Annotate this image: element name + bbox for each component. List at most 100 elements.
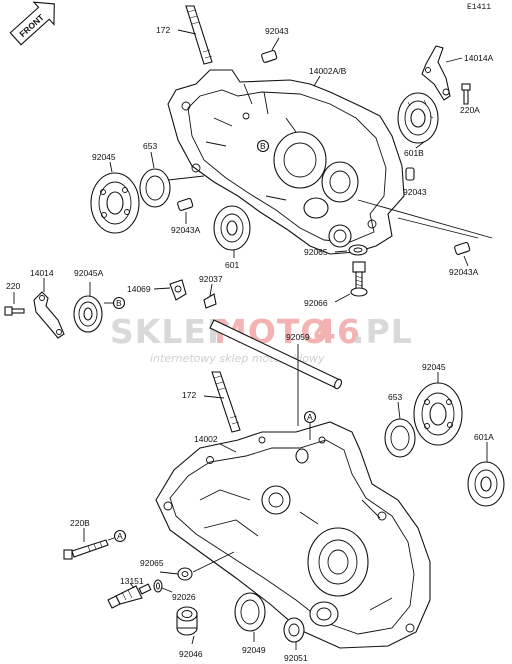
leader-92037	[209, 283, 213, 297]
label-653-lower: 653	[388, 392, 402, 402]
upper-case-b-callout: B	[256, 139, 270, 153]
watermark-brand-tld: .PL	[352, 312, 413, 351]
leader-14014a	[445, 57, 463, 63]
assembly-line-upper-left	[167, 175, 205, 181]
a-callout-lower-case: A	[303, 410, 317, 440]
fitting-14069	[169, 279, 187, 301]
upper-case-ribs	[205, 83, 297, 201]
bearing-601	[213, 205, 251, 251]
label-14002: 14002	[194, 434, 218, 444]
label-653-upper: 653	[143, 141, 157, 151]
leader-172-lower	[203, 395, 225, 399]
lower-case-upper-bore-inner	[268, 492, 284, 508]
bearing-92045a	[73, 295, 103, 333]
leader-92065-lower	[159, 571, 179, 575]
upper-case-bolt-hole-3	[367, 219, 377, 229]
lower-case-bolt-hole-4	[405, 623, 415, 633]
label-92043-right: 92043	[403, 187, 427, 197]
upper-case-second-bore-inner	[329, 170, 351, 194]
leader-14002ab	[313, 75, 321, 87]
bracket-14014	[33, 291, 65, 339]
o-ring-92026	[153, 579, 163, 593]
lower-case-main-bore	[307, 527, 369, 597]
bolt-220	[4, 306, 25, 316]
label-14014a: 14014A	[464, 53, 494, 63]
label-601a: 601A	[474, 432, 494, 442]
washer-92065-lower	[177, 567, 193, 581]
dowel-92043a-right	[454, 242, 471, 255]
lower-case-bolt-hole-1	[163, 501, 173, 511]
label-14069: 14069	[127, 284, 151, 294]
assembly-line-right-2	[397, 217, 479, 239]
dowel-92043-upper	[261, 50, 278, 63]
lower-case-main-bore-center	[327, 549, 349, 575]
label-92049: 92049	[242, 645, 266, 655]
label-601: 601	[225, 260, 239, 270]
front-direction-badge: FRONT	[9, 1, 55, 46]
label-92026: 92026	[172, 592, 196, 602]
leader-92043a-right	[463, 255, 469, 267]
leader-92046	[191, 635, 195, 645]
label-92045a: 92045A	[74, 268, 104, 278]
label-92037: 92037	[199, 274, 223, 284]
label-14002ab: 14002A/B	[309, 66, 347, 76]
dowel-92043a-left	[177, 198, 194, 211]
label-13151: 13151	[120, 576, 144, 586]
a-callout-left: A	[107, 529, 127, 543]
watermark: SKLEP MOTO 46 .PL internetowy sklep moto…	[110, 312, 413, 365]
label-92043-upper: 92043	[265, 26, 289, 36]
stud-upper-body	[185, 5, 213, 65]
lower-case-upper-bore	[261, 485, 291, 515]
clamp-92037	[203, 293, 217, 309]
lower-case-bolt-hole-2	[206, 456, 214, 464]
oil-seal-653-upper	[139, 168, 171, 208]
stud-172-upper	[185, 5, 213, 65]
upper-case-lower-bore	[328, 224, 352, 248]
leader-92026	[161, 587, 173, 593]
a-marker-lower-case: A	[307, 412, 313, 422]
leader-172-upper	[177, 29, 197, 35]
seal-92049	[234, 592, 266, 632]
bolt-220a	[461, 83, 471, 105]
label-172-upper: 172	[156, 25, 170, 35]
watermark-brand-left: SKLEP	[110, 312, 232, 351]
leader-92066	[334, 293, 351, 303]
b-marker-left: B	[116, 298, 122, 308]
b-callout-left: B	[104, 296, 126, 310]
label-601b: 601B	[404, 148, 424, 158]
label-92043a-left: 92043A	[171, 225, 201, 235]
upper-case-main-bore-inner	[283, 142, 317, 178]
bearing-601b	[397, 92, 439, 144]
label-92043a-right: 92043A	[449, 267, 479, 277]
drain-plug-92066	[350, 261, 368, 297]
label-92051: 92051	[284, 653, 308, 663]
label-92045-lower: 92045	[422, 362, 446, 372]
dowel-92043-right	[405, 167, 415, 181]
bolt-220b	[63, 539, 109, 560]
upper-case-bolt-hole-4	[242, 112, 250, 120]
upper-case-bolt-hole-1	[181, 101, 191, 111]
leader-92045-upper	[109, 161, 113, 173]
seal-92051	[283, 617, 305, 643]
bracket-14014a	[421, 45, 451, 101]
bearing-92045-lower	[413, 382, 463, 446]
leader-92043-upper	[271, 37, 280, 51]
lower-case-outline	[155, 421, 431, 649]
label-172-lower: 172	[182, 390, 196, 400]
label-14014: 14014	[30, 268, 54, 278]
lower-case-lower-bore-inner	[316, 607, 332, 621]
front-arrow-icon	[9, 1, 55, 46]
leader-13151	[129, 582, 135, 589]
collar-92046	[176, 606, 198, 636]
diagram-code: E1411	[467, 3, 491, 12]
watermark-brand-right: 46	[313, 312, 361, 351]
upper-crankcase-14002ab: B	[167, 69, 405, 255]
label-92065-upper: 92065	[304, 247, 328, 257]
assembly-line-lower-washer	[192, 551, 235, 573]
switch-13151	[107, 583, 152, 609]
lower-case-boss	[295, 448, 309, 464]
lower-case-bolt-hole-3	[377, 511, 387, 521]
label-92065-lower: 92065	[140, 558, 164, 568]
assembly-line-right-1	[357, 199, 493, 239]
